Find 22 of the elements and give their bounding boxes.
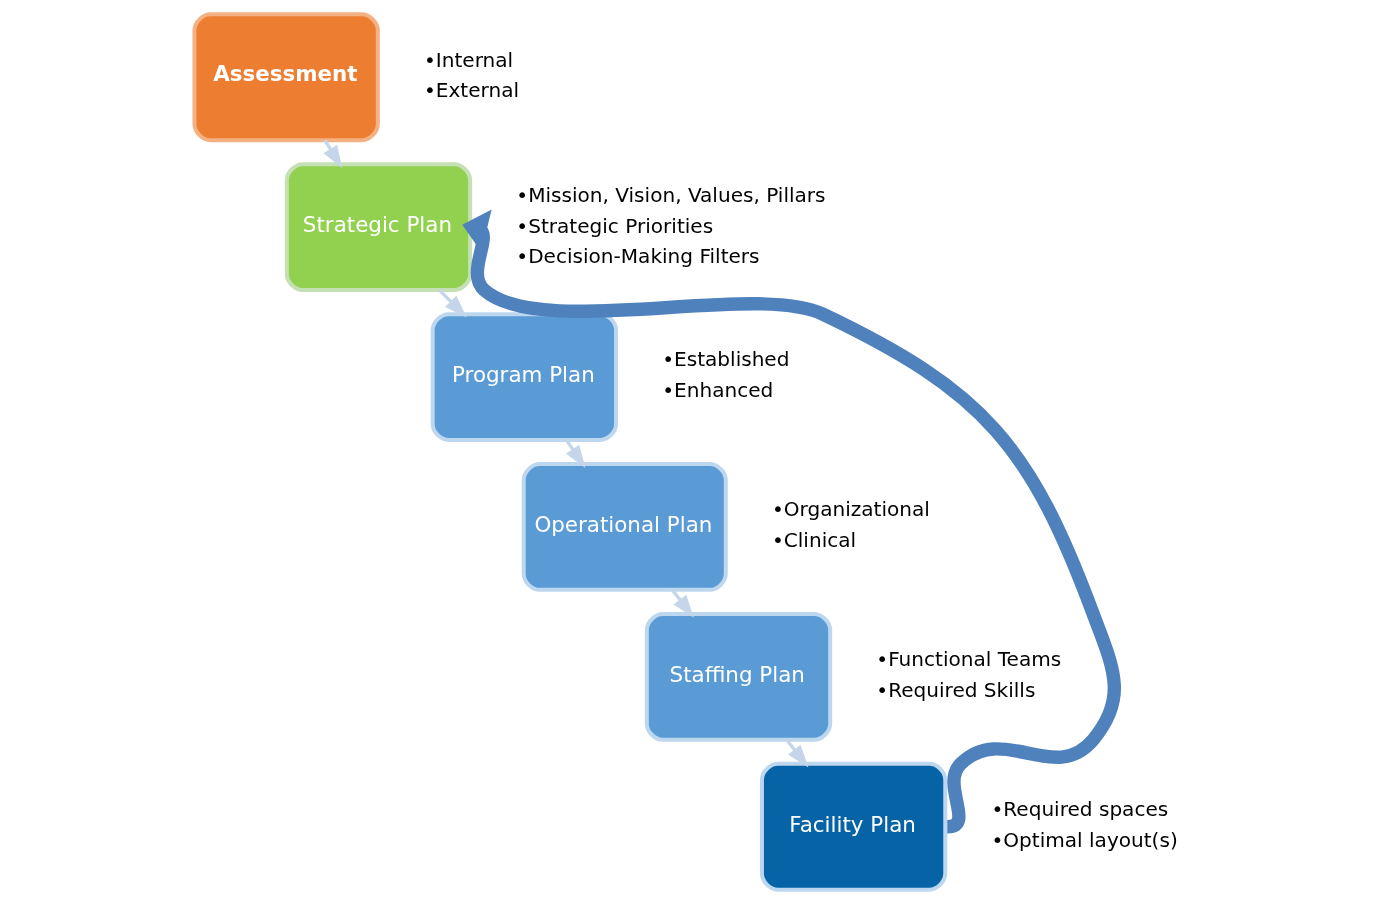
node-label: •Mission, Vision, Values, Pillars: [515, 182, 826, 207]
node-label: •External: [423, 77, 519, 102]
node-label: •Functional Teams: [875, 646, 1061, 671]
arrow: [564, 438, 585, 468]
arrow: [461, 209, 1121, 833]
node-box: Facility Plan: [759, 761, 947, 892]
node-box: Staffing Plan: [644, 611, 832, 742]
node-label: •Required Skills: [875, 677, 1035, 702]
node-box: Strategic Plan: [284, 161, 472, 292]
node-label: •Organizational: [771, 496, 930, 521]
node-box: Operational Plan: [521, 461, 728, 592]
node-box: Program Plan: [430, 311, 618, 442]
node-label: •Decision-Making Filters: [515, 243, 760, 268]
arrow: [670, 588, 694, 618]
node-label: •Enhanced: [661, 377, 773, 402]
node-label: •Required spaces: [990, 796, 1168, 821]
node-label: •Strategic Priorities: [515, 213, 713, 238]
node-label: •Internal: [423, 47, 513, 72]
node-label: •Established: [661, 346, 789, 371]
node-label: •Clinical: [771, 527, 856, 552]
node-label: •Optimal layout(s): [990, 827, 1178, 852]
node-box: Assessment: [191, 11, 380, 142]
